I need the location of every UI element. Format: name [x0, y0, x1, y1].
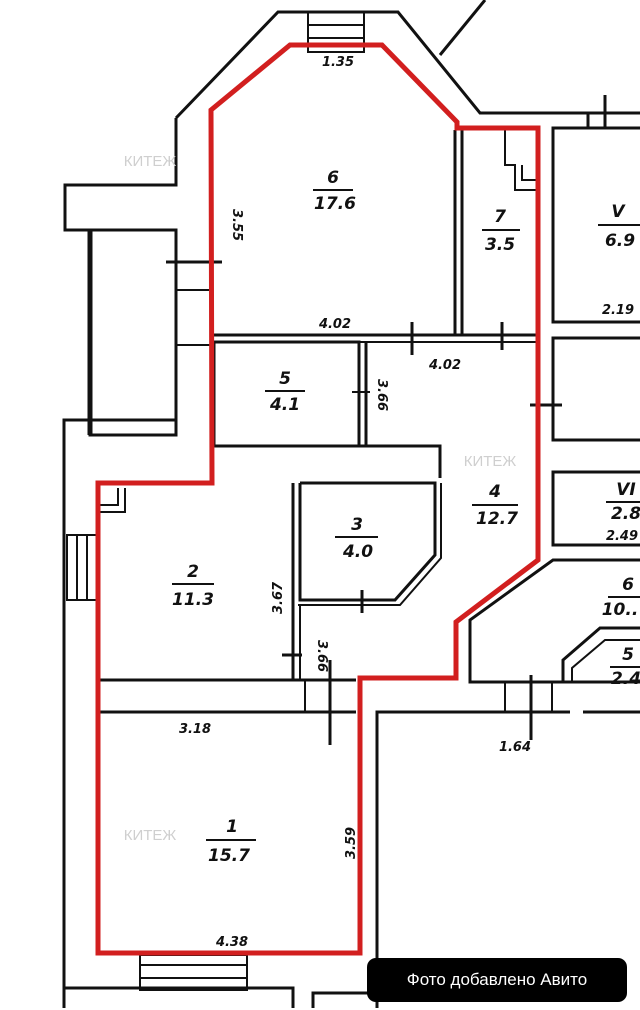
- dimension: 3.59: [344, 827, 359, 859]
- dimension: 3.55: [229, 209, 244, 241]
- watermark: КИТЕЖ: [124, 827, 177, 844]
- room-number: VI: [616, 480, 635, 500]
- dimension: 4.38: [215, 935, 248, 950]
- avito-photo-badge: Фото добавлено Авито: [367, 958, 627, 1002]
- room-area: 4.1: [269, 395, 300, 415]
- watermark: КИТЕЖ: [464, 453, 517, 470]
- room-area: 12.7: [476, 509, 518, 529]
- room-area: 3.5: [485, 235, 515, 255]
- apartment-outline: [95, 42, 541, 956]
- dimension: 3.66: [374, 379, 389, 411]
- dimension: 3.66: [314, 640, 329, 672]
- room-area: 10..: [602, 600, 639, 620]
- room-number: 4: [488, 482, 501, 502]
- room-number: 2: [187, 562, 199, 582]
- dimension: 3.18: [179, 722, 211, 737]
- dimension: 2.19: [602, 303, 634, 318]
- dimension: 3.67: [271, 581, 286, 614]
- room-number: 5: [622, 645, 634, 665]
- room-number: 7: [494, 207, 506, 227]
- room-area: 2.4: [611, 669, 640, 689]
- dimension: 1.64: [499, 740, 531, 755]
- dimension-labels: 1.35 3.55 4.02 2.19 4.02 3.66 3.67 3.66 …: [179, 55, 634, 950]
- room-labels: 6 17.6 7 3.5 V 6.9 5 4.1 4 12.7 3 4.0 2 …: [172, 168, 640, 866]
- room-area: 4.0: [342, 542, 373, 562]
- room-area: 11.3: [172, 590, 214, 610]
- room-number: V: [611, 202, 626, 222]
- room-area: 6.9: [605, 231, 635, 251]
- watermarks: КИТЕЖ КИТЕЖ КИТЕЖ: [124, 153, 517, 844]
- dimension: 4.02: [318, 317, 351, 332]
- room-number: 1: [226, 817, 238, 837]
- room-number: 6: [327, 168, 339, 188]
- dimension: 1.35: [322, 55, 354, 70]
- room-number: 6: [622, 575, 634, 595]
- room-number: 5: [279, 369, 291, 389]
- room-area: 2.8: [611, 504, 640, 524]
- room-area: 17.6: [314, 194, 356, 214]
- room-area: 15.7: [208, 846, 250, 866]
- dimension: 4.02: [428, 358, 461, 373]
- room-number: 3: [351, 515, 363, 535]
- watermark: КИТЕЖ: [124, 153, 177, 170]
- room-dimension: 2.49: [606, 529, 638, 544]
